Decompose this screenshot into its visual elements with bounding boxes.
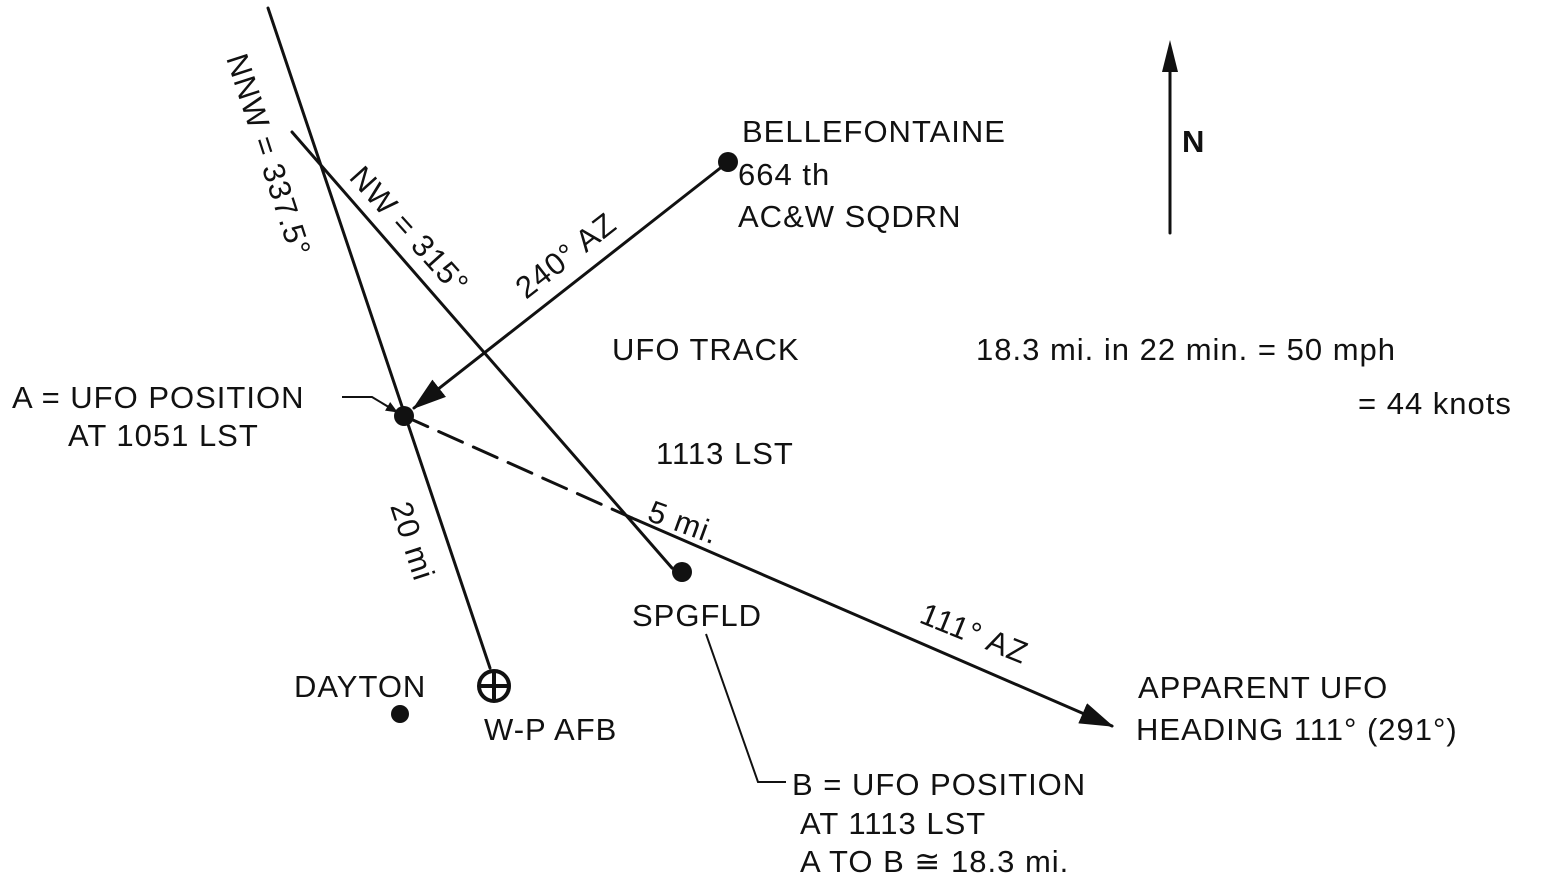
nnw-bearing-label: NNW = 337.5° (219, 49, 318, 261)
position-a-leader (342, 396, 398, 413)
ufo-track-dashed (402, 414, 634, 520)
heading-line1: APPARENT UFO (1138, 670, 1388, 705)
distance-20-label: 20 mi (383, 497, 441, 585)
bellefontaine-unit-line2: AC&W SQDRN (738, 199, 962, 234)
springfield-point (672, 562, 692, 582)
point-a (394, 406, 414, 426)
north-arrow: N (1162, 40, 1205, 235)
position-b-leader (705, 633, 786, 783)
dayton-point (391, 705, 409, 723)
dayton-label: DAYTON (294, 669, 426, 704)
nnw-bearing-line (266, 6, 492, 670)
distance-5-label: 5 mi. (644, 494, 724, 552)
position-b-line1: B = UFO POSITION (792, 767, 1086, 802)
position-a-line1: A = UFO POSITION (12, 380, 304, 415)
bellefontaine-unit-line1: 664 th (738, 157, 830, 192)
azimuth-240-arrow (412, 160, 730, 410)
north-label: N (1182, 124, 1205, 159)
ufo-track-title: UFO TRACK (612, 332, 800, 367)
speed-line1: 18.3 mi. in 22 min. = 50 mph (976, 332, 1396, 367)
bellefontaine-label: BELLEFONTAINE (742, 114, 1006, 149)
heading-111-arrow (630, 516, 1114, 728)
heading-line2: HEADING 111° (291°) (1136, 712, 1458, 747)
speed-line2: = 44 knots (1358, 386, 1512, 421)
position-a-line2: AT 1051 LST (68, 418, 259, 453)
nw-bearing-line (290, 130, 674, 570)
position-b-line2: AT 1113 LST (800, 806, 986, 841)
wp-afb-icon (477, 669, 511, 703)
bellefontaine-point (718, 152, 738, 172)
springfield-label: SPGFLD (632, 598, 762, 633)
ufo-track-time: 1113 LST (656, 436, 794, 471)
nw-bearing-label: NW = 315° (343, 159, 476, 301)
wp-afb-label: W-P AFB (484, 712, 617, 747)
position-b-line3: A TO B ≅ 18.3 mi. (800, 844, 1069, 879)
azimuth-111-label: 111° AZ (915, 596, 1033, 671)
